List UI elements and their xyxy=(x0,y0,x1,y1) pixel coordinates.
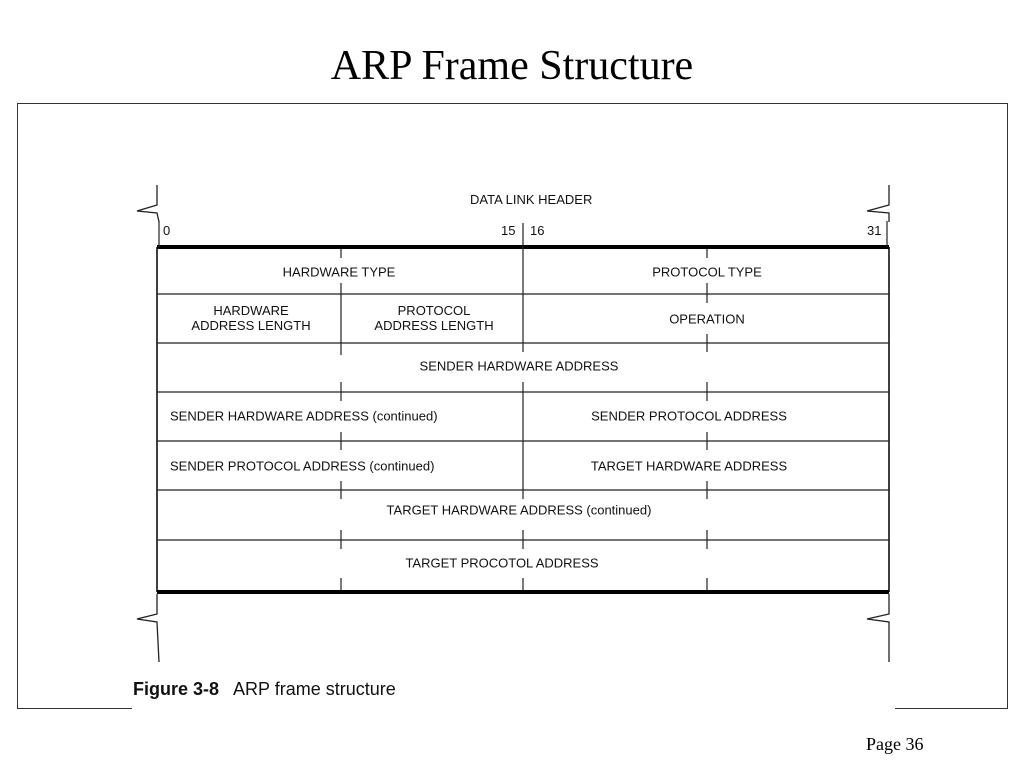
field-target-protocol-address: TARGET PROCOTOL ADDRESS xyxy=(405,555,599,571)
field-protocol-type: PROTOCOL TYPE xyxy=(652,264,762,280)
field-target-hardware-address: TARGET HARDWARE ADDRESS xyxy=(590,458,788,474)
slide-title: ARP Frame Structure xyxy=(330,43,694,89)
field-protocol-address-length: PROTOCOL ADDRESS LENGTH xyxy=(374,303,494,333)
bit-label-31: 31 xyxy=(867,223,882,238)
field-hardware-type: HARDWARE TYPE xyxy=(282,264,396,280)
bit-label-16: 16 xyxy=(530,223,545,238)
bit-label-15: 15 xyxy=(501,223,516,238)
byte-ticks xyxy=(340,249,708,590)
figure-caption-text: ARP frame structure xyxy=(233,679,396,699)
data-link-header-label: DATA LINK HEADER xyxy=(470,192,593,207)
figure-frame xyxy=(17,103,1008,709)
field-sender-protocol-address: SENDER PROTOCOL ADDRESS xyxy=(591,408,787,424)
field-sender-protocol-address-continued: SENDER PROTOCOL ADDRESS (continued) xyxy=(170,458,435,474)
field-sender-hardware-address: SENDER HARDWARE ADDRESS xyxy=(419,358,619,374)
field-operation: OPERATION xyxy=(669,311,745,327)
bit-ruler-ticks xyxy=(158,221,888,247)
break-mark-bottom-left xyxy=(136,594,160,663)
field-target-hardware-address-continued: TARGET HARDWARE ADDRESS (continued) xyxy=(386,502,652,518)
field-sender-hardware-address-continued: SENDER HARDWARE ADDRESS (continued) xyxy=(170,408,438,424)
break-mark-top-left xyxy=(136,185,160,223)
frame-caption-gap xyxy=(132,702,895,714)
page-number: Page 36 xyxy=(866,734,924,754)
break-marks xyxy=(136,185,890,663)
figure-caption: Figure 3-8 ARP frame structure xyxy=(133,679,396,700)
break-mark-bottom-right xyxy=(866,594,890,662)
bit-label-0: 0 xyxy=(163,223,171,238)
field-hardware-address-length: HARDWARE ADDRESS LENGTH xyxy=(191,303,311,333)
break-mark-top-right xyxy=(866,185,890,222)
figure-number: Figure 3-8 xyxy=(133,679,220,699)
